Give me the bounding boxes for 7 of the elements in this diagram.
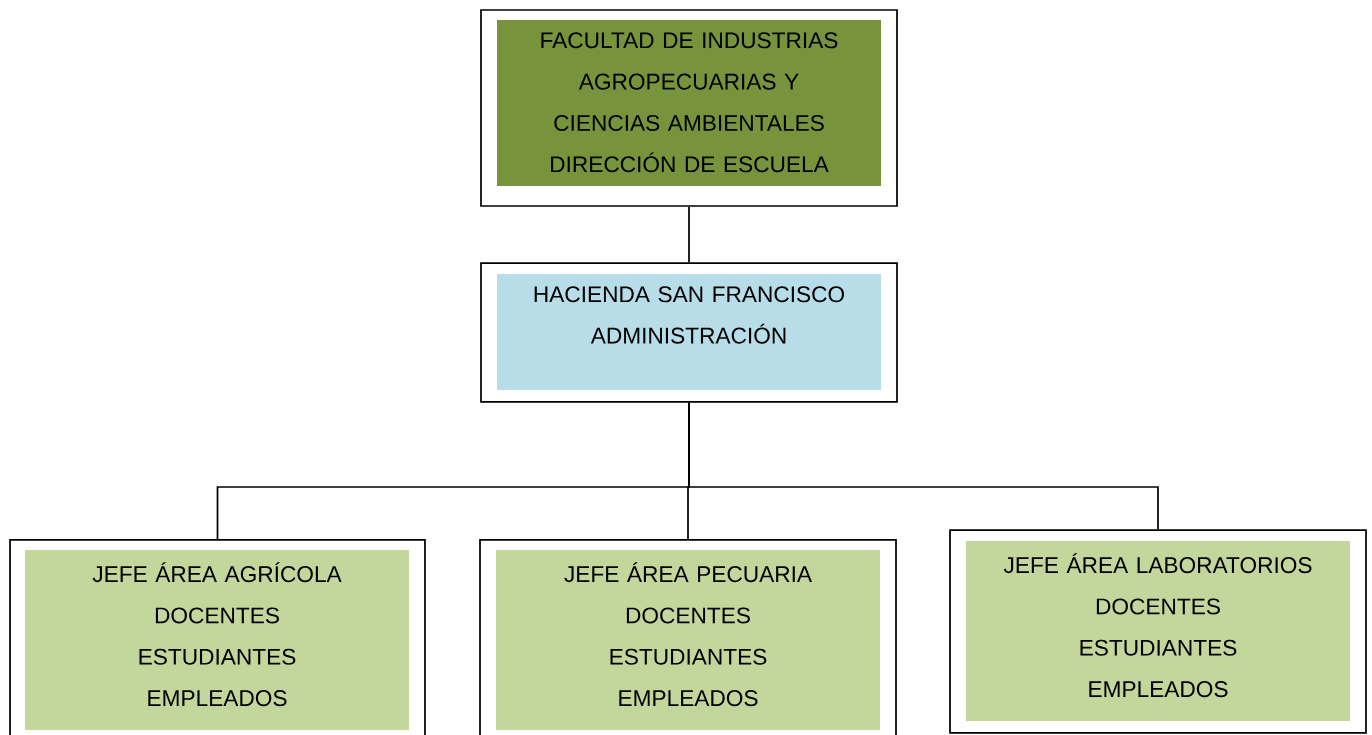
connector-line	[688, 401, 1159, 531]
org-box: HACIENDA SAN FRANCISCO ADMINISTRACIÓN	[480, 262, 898, 403]
org-box: JEFE ÁREA PECUARIA DOCENTES ESTUDIANTES EMPLEADOS	[479, 539, 897, 735]
org-box: JEFE ÁREA LABORATORIOS DOCENTES ESTUDIANTES EMPLEADOS	[949, 529, 1367, 734]
org-box: JEFE ÁREA AGRÍCOLA DOCENTES ESTUDIANTES EMPLEADOS	[9, 539, 426, 735]
org-box: FACULTAD DE INDUSTRIAS AGROPECUARIAS Y CIENCIAS AMBIENTALES DIRECCIÓN DE ESCUELA	[480, 9, 898, 207]
connector-line	[688, 206, 690, 264]
